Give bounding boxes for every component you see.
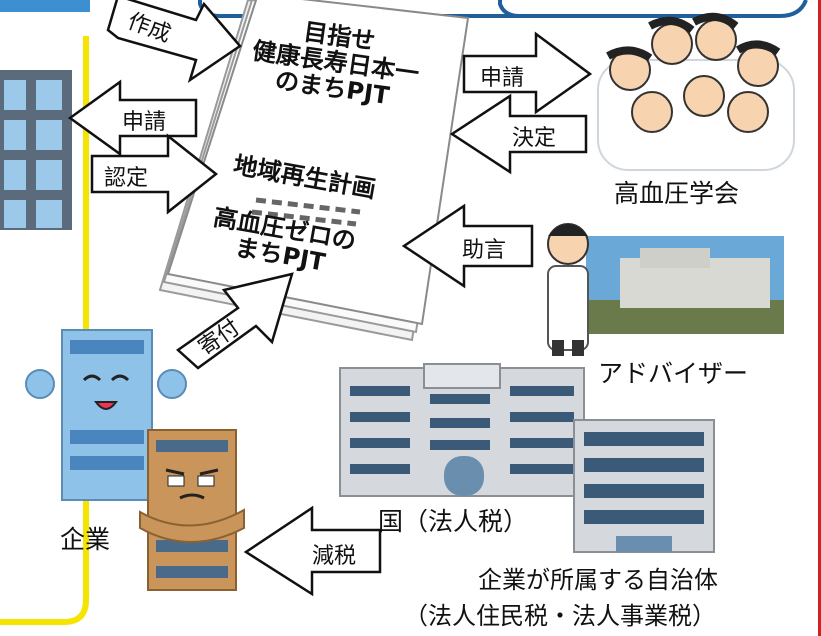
advise-label: 助言 xyxy=(462,238,507,263)
top-frame-right xyxy=(498,0,808,18)
city-building-icon xyxy=(0,70,72,230)
create-arrow xyxy=(106,0,242,84)
tax-cut-arrow xyxy=(243,505,382,597)
donate-arrow xyxy=(175,272,294,370)
advise-arrow xyxy=(401,203,534,289)
government-building-icon xyxy=(339,363,585,497)
national-tax-label: 国（法人税） xyxy=(378,507,529,536)
decide-label: 決定 xyxy=(512,126,557,151)
doctors-group-icon xyxy=(597,12,795,171)
company-happy-building-icon xyxy=(25,329,187,501)
advisor-hospital-photo xyxy=(586,236,784,334)
municipality-label: 企業が所属する自治体 xyxy=(478,566,718,594)
decide-arrow xyxy=(449,93,588,175)
right-red-edge xyxy=(818,0,821,636)
plan-document-icon xyxy=(158,0,470,342)
apply-left-label: 申請 xyxy=(122,110,167,135)
apply-right-label: 申請 xyxy=(480,66,525,91)
company-angry-building-icon xyxy=(139,429,245,591)
tax-cut-label: 減税 xyxy=(312,544,357,569)
certify-label: 認定 xyxy=(104,166,149,191)
apply-left-arrow xyxy=(67,79,198,157)
advisor-label: アドバイザー xyxy=(598,359,749,388)
yellow-flow-line xyxy=(0,36,89,625)
doctor-advisor-icon xyxy=(547,223,589,356)
apply-right-arrow xyxy=(462,31,593,115)
certify-arrow xyxy=(90,133,219,215)
company-label: 企業 xyxy=(60,525,111,554)
top-left-building-fragment xyxy=(0,0,90,12)
municipality-building-icon xyxy=(573,419,715,553)
municipality-tax-label: （法人住民税・法人事業税） xyxy=(404,602,716,630)
society-label: 高血圧学会 xyxy=(614,179,740,208)
